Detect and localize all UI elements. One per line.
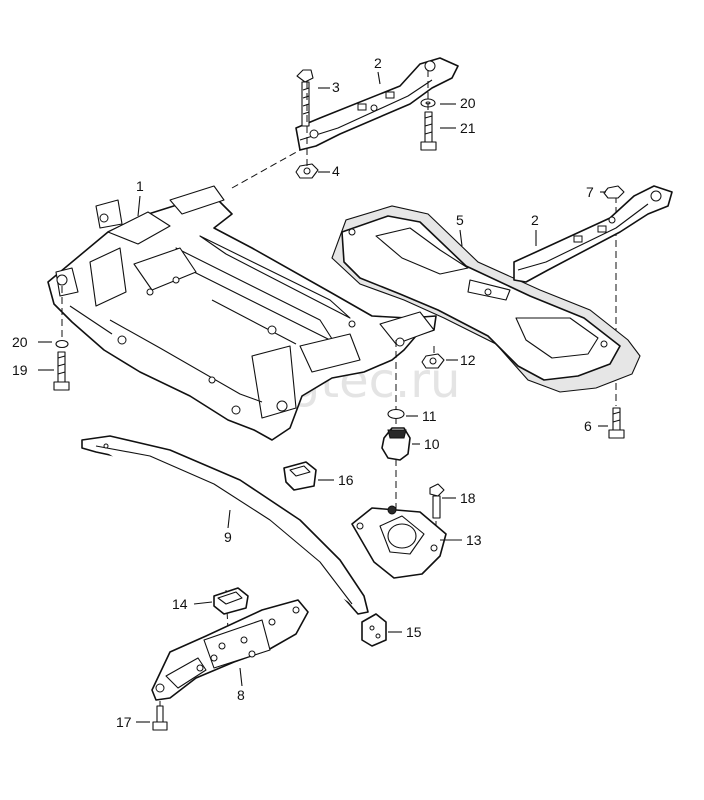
callout-9: 9 bbox=[224, 529, 232, 545]
callout-labels: 1 2 3 4 20 21 7 5 2 20 19 12 11 10 6 16 … bbox=[12, 55, 594, 730]
callout-2-right: 2 bbox=[531, 212, 539, 228]
callout-18: 18 bbox=[460, 490, 476, 506]
leader-lines bbox=[38, 71, 608, 723]
pad-part-14 bbox=[213, 587, 249, 615]
callout-10: 10 bbox=[424, 436, 440, 452]
callout-16: 16 bbox=[338, 472, 354, 488]
callout-8: 8 bbox=[237, 687, 245, 703]
bracket-part-15 bbox=[361, 613, 387, 647]
nut-part-7 bbox=[603, 185, 625, 199]
callout-12: 12 bbox=[460, 352, 476, 368]
callout-21: 21 bbox=[460, 120, 476, 136]
callout-7: 7 bbox=[586, 184, 594, 200]
callout-4: 4 bbox=[332, 163, 340, 179]
bolt-part-18 bbox=[429, 483, 445, 519]
axis-line bbox=[231, 149, 301, 189]
callout-6: 6 bbox=[584, 418, 592, 434]
strap-part-9 bbox=[81, 435, 369, 615]
callout-13: 13 bbox=[466, 532, 482, 548]
callout-2-upper: 2 bbox=[374, 55, 382, 71]
plate-part-8 bbox=[151, 599, 309, 701]
bolt-part-21 bbox=[420, 111, 437, 151]
bolt-part-6 bbox=[608, 407, 625, 439]
callout-19: 19 bbox=[12, 362, 28, 378]
bracket-part-2-right bbox=[513, 185, 673, 283]
callout-11: 11 bbox=[422, 408, 437, 424]
callout-20-upper: 20 bbox=[460, 95, 476, 111]
bolt-part-17 bbox=[152, 705, 168, 731]
callout-20-lower: 20 bbox=[12, 334, 28, 350]
engine-mount-part-10 bbox=[381, 427, 411, 461]
nut-hole-4 bbox=[303, 167, 311, 175]
callout-14: 14 bbox=[172, 596, 188, 612]
bolt-part-3 bbox=[296, 69, 314, 127]
subframe-part-1 bbox=[47, 185, 437, 441]
callout-1: 1 bbox=[136, 178, 144, 194]
callout-15: 15 bbox=[406, 624, 422, 640]
pad-part-16 bbox=[283, 461, 317, 491]
washer-part-11 bbox=[387, 408, 405, 420]
nut-hole-12 bbox=[429, 357, 437, 365]
callout-17: 17 bbox=[116, 714, 132, 730]
callout-3: 3 bbox=[332, 79, 340, 95]
callout-5: 5 bbox=[456, 212, 464, 228]
mount-bracket-part-13 bbox=[351, 505, 447, 579]
bolt-part-19 bbox=[53, 351, 70, 391]
washer-part-20-lower bbox=[55, 339, 69, 349]
crossmember-part-5 bbox=[331, 205, 641, 393]
bracket-part-2-upper bbox=[295, 57, 459, 151]
